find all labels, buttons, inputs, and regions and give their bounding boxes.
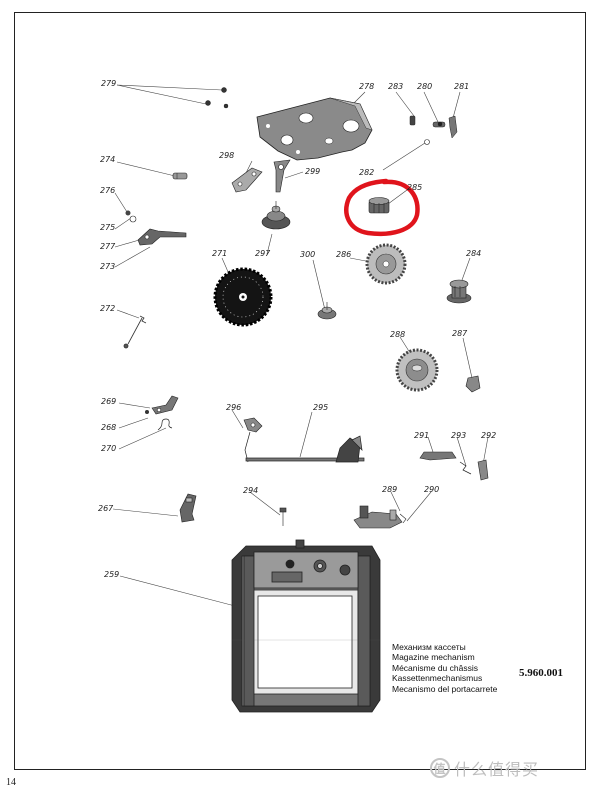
part-293-spring (459, 461, 472, 475)
part-299-pawl (273, 159, 291, 193)
part-296-lever (243, 417, 263, 433)
part-271-gear (213, 267, 273, 327)
caption-french: Mécanisme du châssis (392, 662, 478, 673)
part-284-spool (446, 279, 472, 304)
part-270-spring (157, 418, 173, 431)
part-295-rod (244, 431, 365, 463)
callout-285: 285 (407, 183, 423, 192)
part-298-link (231, 167, 263, 193)
callout-275: 275 (100, 223, 116, 232)
callout-295: 295 (313, 403, 329, 412)
part-283-screw (409, 115, 416, 126)
callout-274: 274 (100, 155, 116, 164)
callout-293: 293 (451, 431, 467, 440)
callout-290: 290 (424, 485, 440, 494)
leader-lines (112, 84, 489, 607)
callout-292: 292 (481, 431, 497, 440)
callout-288: 288 (390, 330, 406, 339)
callout-282: 282 (359, 168, 375, 177)
callout-281: 281 (454, 82, 470, 91)
callout-283: 283 (388, 82, 404, 91)
callout-300: 300 (300, 250, 316, 259)
part-292-catch (477, 459, 489, 481)
callout-276: 276 (100, 186, 116, 195)
watermark: 值 什么值得买 (430, 756, 539, 780)
callout-279: 279 (101, 79, 117, 88)
part-259-magazine-frame (231, 539, 381, 713)
part-291-bracket (419, 451, 457, 461)
watermark-badge-icon: 值 (430, 758, 450, 778)
caption-spanish: Mecanismo del portacarrete (392, 683, 498, 694)
callout-296: 296 (226, 403, 242, 412)
part-272-spring (123, 315, 147, 349)
part-297-gear-stack (261, 201, 291, 230)
callout-277: 277 (100, 242, 116, 251)
watermark-text: 什么值得买 (454, 760, 540, 779)
red-circle-highlight (344, 178, 420, 236)
part-273-lever (137, 228, 187, 246)
caption-russian: Механизм кассеты (392, 642, 466, 652)
part-289-290-assembly (353, 505, 407, 529)
part-268-screw (145, 410, 149, 414)
callout-273: 273 (100, 262, 116, 271)
callout-268: 268 (101, 423, 117, 432)
callout-269: 269 (101, 397, 117, 406)
part-300-small-gear (317, 302, 337, 320)
callout-291: 291 (414, 431, 430, 440)
callout-289: 289 (382, 485, 398, 494)
part-281-lever (448, 115, 458, 139)
callout-280: 280 (417, 82, 433, 91)
callout-299: 299 (305, 167, 321, 176)
part-267-latch (179, 493, 197, 523)
callout-267: 267 (98, 504, 114, 513)
part-279-screws (205, 87, 229, 109)
caption-english: Magazine mechanism (392, 652, 475, 663)
part-294-screw (279, 507, 287, 526)
part-269-lever (151, 395, 179, 415)
callout-259: 259 (104, 570, 120, 579)
part-285-bushing (368, 197, 390, 214)
part-282-ball (424, 139, 430, 145)
part-278-plate (256, 97, 373, 161)
callout-278: 278 (359, 82, 375, 91)
callout-298: 298 (219, 151, 235, 160)
callout-272: 272 (100, 304, 116, 313)
callout-270: 270 (101, 444, 117, 453)
part-286-gear (365, 243, 407, 285)
caption-block: Механизм кассеты Magazine mechanism Méca… (392, 642, 497, 694)
callout-271: 271 (212, 249, 228, 258)
part-276-screw (125, 210, 131, 216)
part-287-latch (465, 375, 481, 393)
callout-286: 286 (336, 250, 352, 259)
callout-297: 297 (255, 249, 271, 258)
callout-294: 294 (243, 486, 259, 495)
page-number: 14 (6, 777, 16, 788)
callout-287: 287 (452, 329, 468, 338)
caption-german: Kassettenmechanismus (392, 673, 483, 684)
callout-284: 284 (466, 249, 482, 258)
part-288-gear (395, 348, 439, 392)
part-280-pin (432, 121, 446, 128)
catalog-number: 5.960.001 (519, 667, 563, 679)
part-274-pin (172, 172, 188, 180)
part-275-washer (129, 215, 137, 223)
